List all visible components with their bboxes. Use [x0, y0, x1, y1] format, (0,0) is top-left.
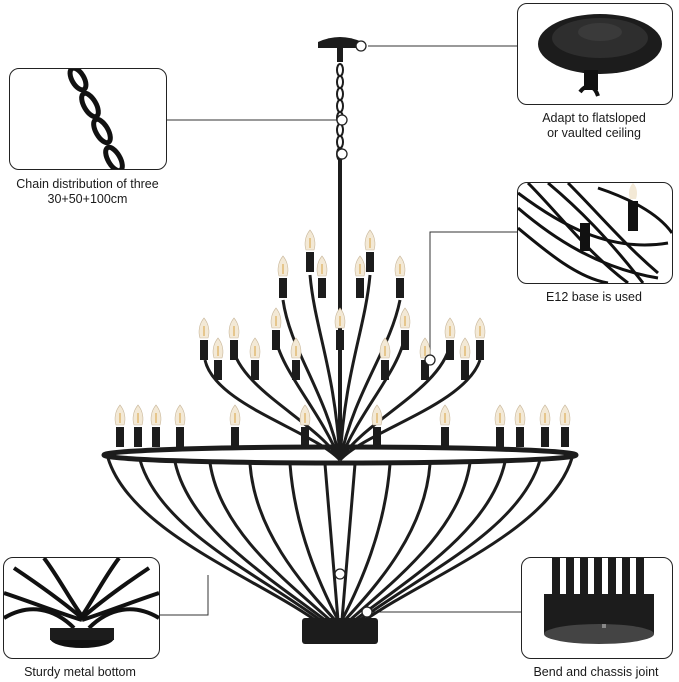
ceiling-canopy-closeup-icon — [538, 14, 662, 97]
chassis-joint-closeup-icon — [544, 558, 654, 644]
chandelier-image — [101, 37, 579, 644]
socket-callout — [517, 182, 673, 284]
metal-bottom-closeup-icon — [4, 558, 159, 648]
chain-caption: Chain distribution of three 30+50+100cm — [16, 177, 159, 206]
bottom-caption: Sturdy metal bottom — [24, 665, 136, 679]
joint-caption: Bend and chassis joint — [533, 665, 659, 679]
chain-callout — [9, 68, 167, 170]
joint-callout — [521, 557, 673, 659]
bottom-callout — [3, 557, 160, 659]
chain-closeup-icon — [67, 69, 125, 169]
canopy-callout — [517, 3, 673, 105]
socket-caption: E12 base is used — [546, 290, 642, 304]
candle-socket-closeup-icon — [518, 183, 672, 283]
canopy-caption: Adapt to flatsloped or vaulted ceiling — [542, 111, 646, 140]
